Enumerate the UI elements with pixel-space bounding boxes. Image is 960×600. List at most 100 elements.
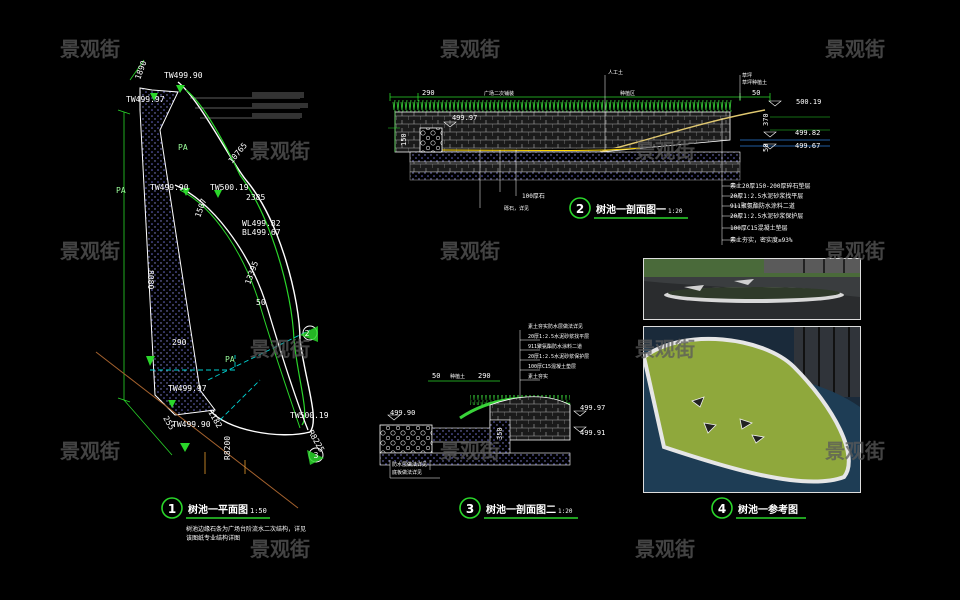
- section2-title: 树池一剖面图二: [486, 503, 556, 516]
- section1-base-layer: [409, 151, 741, 163]
- section2-note-2: 20厚1:2.5水泥砂浆找平层: [528, 333, 589, 340]
- plan-label-tw4: TW500.19: [210, 183, 249, 192]
- section1-scale: 1:20: [668, 208, 683, 215]
- plan-label-tw7: TW500.19: [290, 411, 329, 420]
- reference-title: 树池一参考图: [738, 503, 798, 516]
- reference-photo-2: [643, 326, 861, 493]
- section2-dim-a: 50: [432, 372, 440, 380]
- section-1: [388, 75, 830, 245]
- section2-elev-e3: 499.91: [580, 429, 605, 437]
- section1-slope: [599, 109, 766, 153]
- section2-marker-num: 3: [466, 502, 474, 516]
- section1-curb: [419, 127, 443, 153]
- plan-label-pa1: PA: [178, 143, 188, 152]
- section1-marker-num: 2: [576, 202, 584, 216]
- section1-labels: 290 广场二次铺装 种植区 50 499.97 500.19 499.82 4…: [400, 69, 821, 244]
- reference-lawn-shape: [644, 336, 851, 484]
- plan-label-wl: WL499.82: [242, 219, 281, 228]
- section1-note-r6: 素土夯实，密实度≥93%: [730, 236, 793, 244]
- plan-marker-num: 1: [168, 502, 176, 516]
- section2-note-3: 911聚氨酯防水涂料二道: [528, 343, 582, 350]
- section1-note-r4: 20厚1:2.5水泥砂浆保护层: [730, 212, 803, 220]
- section-2: [379, 330, 587, 479]
- section1-brick: [394, 111, 731, 153]
- plan-dim-d3: 10765: [227, 141, 249, 165]
- plan-dim-d5: 2385: [246, 193, 265, 202]
- plan-curve-edge: [174, 184, 309, 431]
- section2-note-6: 素土夯实: [528, 373, 548, 380]
- plan-pool-inner: [185, 89, 306, 426]
- reference-title-block: 4 树池一参考图: [711, 497, 806, 519]
- plan-diagonal-line: [95, 351, 299, 509]
- section1-note-r2: 20厚1:2.5水泥砂浆找平层: [730, 192, 803, 200]
- plan-view: [95, 59, 324, 509]
- section2-elev-e2: 499.97: [580, 404, 605, 412]
- plan-label-tw5: TW499.97: [168, 384, 207, 393]
- section1-note-r1: 素土20厚150-200厚碎石垫层: [730, 182, 811, 190]
- plan-label-tw3: TW499.90: [150, 183, 189, 192]
- section1-elev-e4: 499.67: [795, 142, 820, 150]
- plan-label-tw6: TW499.90: [172, 420, 211, 429]
- section1-note-b1: 100厚石: [522, 193, 545, 200]
- plan-dim-d1: 1890: [133, 59, 148, 80]
- section2-elev-e1: 499.90: [390, 409, 415, 417]
- section1-elev-e2: 500.19: [796, 98, 821, 106]
- section2-labels: 50 种植土 290 499.90 499.97 499.91 350 素土夯实…: [390, 323, 605, 476]
- plan-wall-strip: [139, 87, 216, 416]
- plan-pool-outline: [177, 81, 314, 436]
- reference-marker-num: 4: [718, 502, 726, 516]
- plan-label-pa3: PA: [225, 355, 235, 364]
- section2-elev-e4: 350: [496, 427, 504, 440]
- plan-label-pa2: PA: [116, 186, 126, 195]
- plan-dim-d7: 290: [172, 338, 187, 347]
- section1-dim-b: 广场二次铺装: [484, 90, 514, 97]
- plan-dim-d9: R8200: [223, 436, 232, 460]
- section1-grass: [392, 100, 732, 112]
- plan-marker-3-num: 3: [314, 451, 319, 460]
- section1-dim-c: 种植区: [620, 90, 635, 97]
- section2-title-block: 3 树池一剖面图二 1:20: [459, 497, 578, 519]
- section1-note-top-2: 草坪种植土: [742, 79, 767, 86]
- section1-note-r5: 100厚C15混凝土垫层: [730, 224, 788, 232]
- plan-label-tw2: TW499.97: [126, 95, 165, 104]
- section1-title-block: 2 树池一剖面图一 1:20: [569, 197, 688, 219]
- section1-elev-e5: 370: [762, 113, 770, 126]
- section1-dim-d: 50: [752, 89, 760, 97]
- plan-dim-d12: 255: [161, 415, 176, 432]
- section1-note-top-3: 人工土: [608, 69, 623, 76]
- plan-title-block: 1 树池一平面图 1:50 树池边缘石条为广场台阶流水二次结构，详见 该图纸专业…: [161, 497, 306, 542]
- plan-dim-d2: 8080: [146, 270, 155, 289]
- plan-scale: 1:50: [250, 507, 267, 515]
- section1-note-r3: 911聚氨酯防水涂料二道: [730, 202, 795, 210]
- plan-dim-top: [129, 59, 145, 81]
- section2-gravel: [379, 424, 433, 454]
- plan-title: 树池一平面图: [188, 503, 248, 516]
- plan-marker-2-num: 2: [305, 329, 310, 338]
- section1-note-b2: 砾石，详见: [504, 205, 529, 212]
- section1-elev-e6: 150: [400, 133, 408, 146]
- plan-note-1: 树池边缘石条为广场台阶流水二次结构，详见: [186, 525, 306, 533]
- section2-dim-b: 种植土: [450, 373, 465, 380]
- section1-dim-a: 290: [422, 89, 435, 97]
- section2-scale: 1:20: [558, 508, 573, 515]
- section2-dim-c: 290: [478, 372, 491, 380]
- section2-note-1: 素土夯实防水层做法详见: [528, 323, 583, 330]
- section2-note-4: 20厚1:2.5水泥砂浆保护层: [528, 353, 589, 360]
- section1-title: 树池一剖面图一: [596, 203, 666, 216]
- section2-note-b1: 防水层做法详见: [392, 461, 427, 468]
- section2-note-5: 100厚C15混凝土垫层: [528, 363, 576, 370]
- plan-label-bl: BL499.67: [242, 228, 281, 237]
- plan-note-2: 该图纸专业结构详图: [186, 534, 240, 542]
- reference-photo-1: [643, 258, 861, 320]
- section1-elev-e1: 499.97: [452, 114, 477, 122]
- section2-note-b2: 底板做法详见: [392, 469, 422, 476]
- section1-water: [740, 139, 830, 147]
- plan-dim-d11: 50: [256, 298, 266, 307]
- plan-label-tw1: TW499.90: [164, 71, 203, 80]
- section1-elev-e3: 499.82: [795, 129, 820, 137]
- section2-base: [379, 452, 571, 466]
- plan-dashed-lines: [150, 329, 311, 421]
- section1-note-top-1: 草坪: [742, 72, 752, 79]
